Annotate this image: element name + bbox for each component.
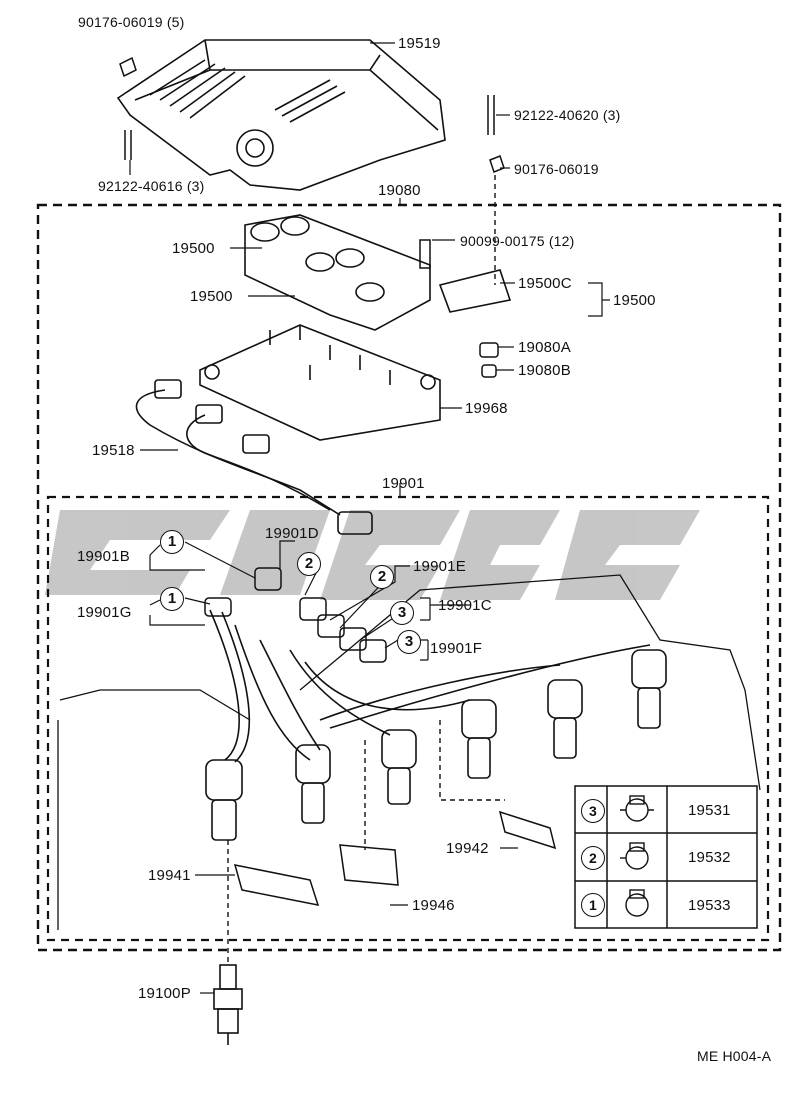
- legend-part-19533: 19533: [688, 897, 731, 914]
- diagram-code: ME H004-A: [697, 1048, 772, 1064]
- spark-plug-wires: [209, 609, 651, 763]
- callout-1-bottom: 1: [160, 587, 184, 611]
- legend-num-1: 1: [581, 893, 605, 917]
- coil-bracket: [199, 324, 441, 441]
- label-19080a: 19080A: [518, 339, 571, 356]
- legend-table: [574, 785, 758, 929]
- legend-num-3: 3: [581, 799, 605, 823]
- label-19519: 19519: [398, 35, 441, 52]
- callout-2-top: 2: [297, 552, 321, 576]
- ignition-coil-pack: [244, 214, 512, 331]
- label-19901b: 19901B: [77, 548, 130, 565]
- label-19500c: 19500C: [518, 275, 572, 292]
- legend-icons: [620, 795, 654, 917]
- callout-3-top: 3: [390, 601, 414, 625]
- label-19901c: 19901C: [438, 597, 492, 614]
- label-19100p: 19100P: [138, 985, 191, 1002]
- label-19901d: 19901D: [265, 525, 319, 542]
- label-19500-lower: 19500: [190, 288, 233, 305]
- label-92122-40620: 92122-40620 (3): [514, 107, 621, 123]
- label-19942: 19942: [446, 840, 489, 857]
- label-19518: 19518: [92, 442, 135, 459]
- grommets: [419, 239, 499, 378]
- engine-cover: [116, 39, 446, 191]
- label-19500-group: 19500: [613, 292, 656, 309]
- legend-num-2: 2: [581, 846, 605, 870]
- watermark-logo: [45, 510, 700, 600]
- label-90176-06019: 90176-06019: [514, 161, 599, 177]
- label-19901f: 19901F: [430, 640, 483, 657]
- label-90176-06019-5: 90176-06019 (5): [78, 14, 185, 30]
- label-19901g: 19901G: [77, 604, 132, 621]
- label-19080: 19080: [378, 182, 421, 199]
- engine-block: [57, 574, 761, 930]
- label-92122-40616: 92122-40616 (3): [98, 178, 205, 194]
- assembly-box-19080: [36, 203, 782, 952]
- label-90099-00175: 90099-00175 (12): [460, 233, 575, 249]
- legend-part-19531: 19531: [688, 802, 731, 819]
- assembly-box-19901: [46, 495, 770, 942]
- callout-3-bottom: 3: [397, 630, 421, 654]
- callout-2-right: 2: [370, 565, 394, 589]
- label-19080b: 19080B: [518, 362, 571, 379]
- coil-connectors: [204, 567, 387, 663]
- sensor-harness: [135, 379, 373, 535]
- label-19901: 19901: [382, 475, 425, 492]
- bolt-icons-top: [119, 56, 505, 173]
- spark-plug: [213, 964, 243, 1045]
- wire-clamps: [233, 810, 557, 906]
- plug-boots: [205, 649, 667, 841]
- callout-1-top: 1: [160, 530, 184, 554]
- label-19946: 19946: [412, 897, 455, 914]
- legend-part-19532: 19532: [688, 849, 731, 866]
- label-19968: 19968: [465, 400, 508, 417]
- label-19500-top: 19500: [172, 240, 215, 257]
- label-19941: 19941: [148, 867, 191, 884]
- label-19901e: 19901E: [413, 558, 466, 575]
- dashed-leaders: [227, 175, 505, 965]
